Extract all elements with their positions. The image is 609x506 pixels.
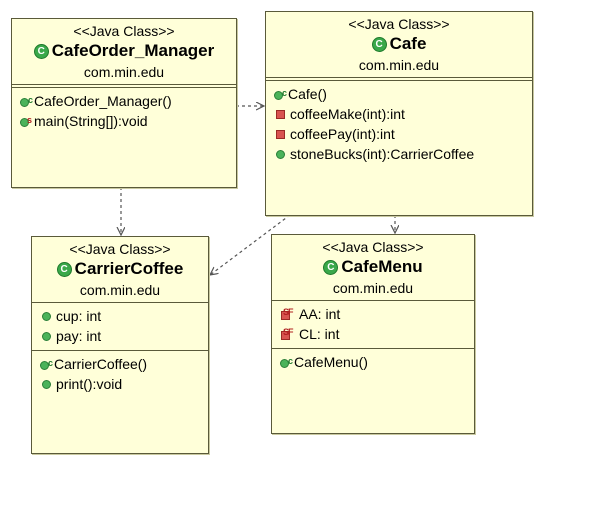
method-text: print():void (56, 376, 123, 392)
method-row[interactable]: main(String[]):void (12, 110, 236, 131)
field-row[interactable]: cup: int (32, 306, 208, 326)
class-header: <<Java Class>> C Cafe com.min.edu (266, 12, 532, 77)
methods-section: CafeOrder_Manager() main(String[]):void (12, 87, 236, 135)
method-row[interactable]: coffeeMake(int):int (266, 104, 532, 124)
fields-section: AA: int CL: int (272, 300, 474, 348)
class-name: C CafeOrder_Manager (12, 40, 236, 62)
class-name-text: Cafe (389, 34, 427, 53)
package-label: com.min.edu (79, 282, 161, 298)
public-method-icon (276, 149, 285, 159)
public-method-icon (42, 379, 51, 389)
class-name: C Cafe (266, 33, 532, 55)
field-text: pay: int (56, 328, 102, 344)
dependency-cafe-to-carriercoffee (210, 214, 291, 275)
private-method-icon (276, 129, 285, 139)
method-text: main(String[]):void (34, 113, 148, 129)
stereotype-label: <<Java Class>> (73, 23, 175, 39)
method-row[interactable]: CarrierCoffee() (32, 353, 208, 374)
class-cafeorder-manager[interactable]: <<Java Class>> C CafeOrder_Manager com.m… (11, 18, 237, 188)
class-cafemenu[interactable]: <<Java Class>> C CafeMenu com.min.edu AA… (271, 234, 475, 434)
field-text: AA: int (299, 306, 341, 322)
static-final-field-icon (280, 302, 298, 322)
stereotype-label: <<Java Class>> (322, 239, 424, 255)
class-icon: C (56, 261, 72, 277)
method-text: coffeeMake(int):int (290, 106, 405, 122)
constructor-icon (274, 83, 287, 103)
methods-section: Cafe() coffeeMake(int):int coffeePay(int… (266, 80, 532, 168)
package-label: com.min.edu (83, 64, 165, 80)
field-row[interactable]: pay: int (32, 326, 208, 346)
public-field-icon (42, 311, 51, 321)
stereotype-label: <<Java Class>> (348, 16, 450, 32)
class-header: <<Java Class>> C CarrierCoffee com.min.e… (32, 237, 208, 302)
constructor-icon (40, 353, 53, 373)
fields-section (266, 77, 532, 80)
class-icon: C (33, 43, 49, 59)
class-icon: C (371, 36, 387, 52)
class-name-text: CafeOrder_Manager (51, 41, 215, 60)
method-row[interactable]: print():void (32, 374, 208, 394)
package-label: com.min.edu (332, 280, 414, 296)
method-text: CarrierCoffee() (54, 356, 148, 372)
fields-section (12, 84, 236, 87)
package-label: com.min.edu (358, 57, 440, 73)
constructor-icon (280, 351, 293, 371)
method-row[interactable]: stoneBucks(int):CarrierCoffee (266, 144, 532, 164)
method-row[interactable]: coffeePay(int):int (266, 124, 532, 144)
class-name: C CafeMenu (272, 256, 474, 278)
method-row[interactable]: CafeOrder_Manager() (12, 90, 236, 111)
fields-section: cup: int pay: int (32, 302, 208, 350)
static-method-icon (20, 110, 32, 130)
field-text: cup: int (56, 308, 102, 324)
method-text: CafeMenu() (294, 354, 368, 370)
method-text: Cafe() (288, 86, 327, 102)
field-row[interactable]: CL: int (272, 322, 474, 344)
class-name-text: CarrierCoffee (74, 259, 184, 278)
method-text: CafeOrder_Manager() (34, 93, 172, 109)
class-name-text: CafeMenu (341, 257, 423, 276)
class-header: <<Java Class>> C CafeOrder_Manager com.m… (12, 19, 236, 84)
field-row[interactable]: AA: int (272, 302, 474, 324)
class-carriercoffee[interactable]: <<Java Class>> C CarrierCoffee com.min.e… (31, 236, 209, 454)
class-cafe[interactable]: <<Java Class>> C Cafe com.min.edu Cafe()… (265, 11, 533, 216)
method-row[interactable]: Cafe() (266, 83, 532, 104)
method-text: stoneBucks(int):CarrierCoffee (290, 146, 475, 162)
field-text: CL: int (299, 326, 340, 342)
class-header: <<Java Class>> C CafeMenu com.min.edu (272, 235, 474, 300)
static-final-field-icon (280, 322, 298, 342)
class-name: C CarrierCoffee (32, 258, 208, 280)
methods-section: CarrierCoffee() print():void (32, 350, 208, 398)
public-field-icon (42, 331, 51, 341)
private-method-icon (276, 109, 285, 119)
method-text: coffeePay(int):int (290, 126, 395, 142)
class-icon: C (323, 259, 339, 275)
methods-section: CafeMenu() (272, 348, 474, 376)
stereotype-label: <<Java Class>> (69, 241, 171, 257)
constructor-icon (20, 90, 33, 110)
method-row[interactable]: CafeMenu() (272, 351, 474, 372)
